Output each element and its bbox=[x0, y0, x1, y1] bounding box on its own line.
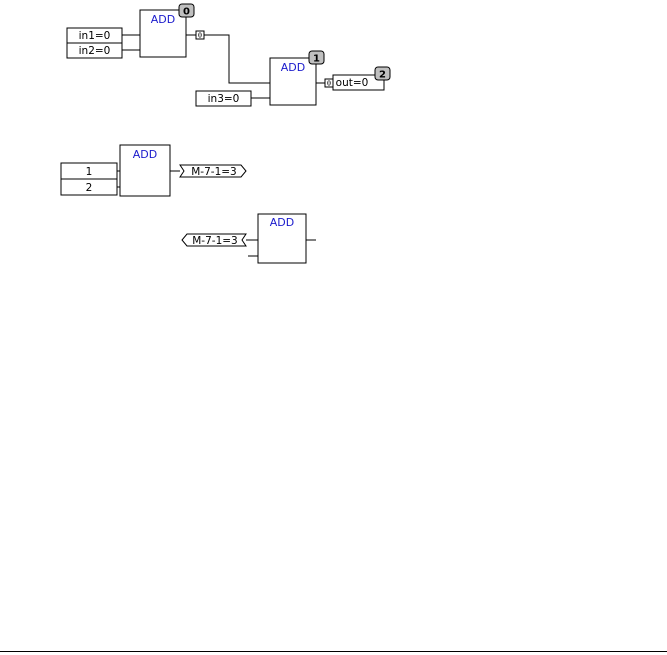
network-3: M-7-1=3 ADD bbox=[181, 213, 316, 264]
output-var-out-label: out=0 bbox=[336, 77, 369, 89]
network-2: 1 2 ADD M-7-1=3 bbox=[60, 144, 247, 197]
page-bottom-rule bbox=[0, 651, 667, 652]
execution-order-badge-1-label: 1 bbox=[313, 54, 320, 65]
constant-1-label: 1 bbox=[86, 166, 93, 178]
add-block-3-title: ADD bbox=[133, 148, 157, 161]
execution-order-badge-0 bbox=[178, 3, 195, 18]
input-var-in3-label: in3=0 bbox=[208, 93, 240, 105]
execution-order-badge-1 bbox=[308, 50, 325, 65]
constant-2-label: 2 bbox=[86, 182, 93, 194]
add-block-4[interactable] bbox=[257, 213, 307, 264]
execution-order-badge-2 bbox=[374, 66, 391, 81]
network-1: in1=0 in2=0 ADD 0 0 ADD 1 in3=0 0 out=0 … bbox=[66, 3, 391, 107]
connector-in-m-7-1-label: M-7-1=3 bbox=[192, 235, 237, 247]
add-block-2-title: ADD bbox=[281, 61, 305, 74]
connection-mark-1-glyph: 0 bbox=[198, 32, 202, 40]
connection-mark-2-glyph: 0 bbox=[327, 80, 331, 88]
connector-out-m-7-1-label: M-7-1=3 bbox=[191, 166, 236, 178]
add-block-4-title: ADD bbox=[270, 216, 294, 229]
output-var-out[interactable] bbox=[332, 74, 385, 91]
execution-order-badge-0-label: 0 bbox=[183, 7, 190, 18]
execution-order-badge-2-label: 2 bbox=[379, 70, 386, 81]
wire-add1-to-add2 bbox=[204, 34, 270, 84]
connector-in-m-7-1[interactable] bbox=[181, 233, 247, 247]
add-block-1-title: ADD bbox=[151, 13, 175, 26]
add-block-2[interactable] bbox=[269, 57, 317, 106]
input-var-in2-label: in2=0 bbox=[79, 45, 111, 57]
connector-out-m-7-1[interactable] bbox=[179, 164, 247, 178]
add-block-1[interactable] bbox=[139, 9, 187, 58]
input-var-in1-label: in1=0 bbox=[79, 30, 111, 42]
